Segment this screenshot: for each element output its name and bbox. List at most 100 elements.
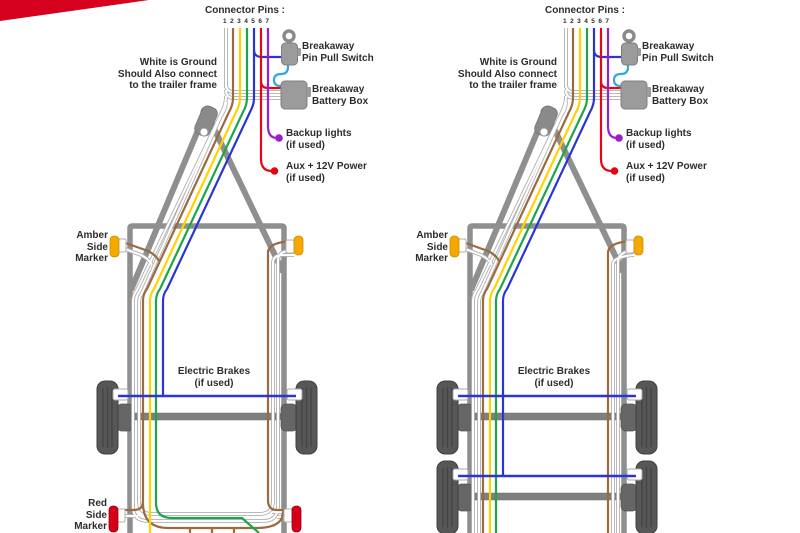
wheel-hub (280, 403, 298, 432)
aux-power-wire-end (610, 167, 619, 175)
label-line: Breakaway (302, 41, 355, 52)
label-line: Pin Pull Switch (302, 52, 374, 64)
pin-number: 2 (230, 18, 234, 25)
connector-pin-numbers: 1 2 3 4 5 6 7 (563, 18, 609, 26)
label-line: Red (88, 498, 107, 509)
label-line: Backup lights (626, 128, 692, 139)
wire-green (154, 28, 260, 533)
backup-lights-label: Backup lights (if used) (286, 128, 352, 151)
connector-pins-label: Connector Pins : (204, 5, 285, 16)
label-line: Marker (74, 521, 107, 532)
wheel-hub (620, 403, 638, 432)
pin-number: 3 (577, 18, 581, 25)
wheel-hub (456, 403, 474, 432)
backup-lights-wire-end (275, 134, 283, 142)
backup-lights-wire-end (615, 134, 623, 142)
ground-note-line: White is Ground (139, 57, 217, 68)
label-line: (if used) (626, 139, 665, 151)
left-trailer-frame (127, 114, 287, 533)
label-line: Battery Box (312, 95, 369, 107)
pin-number: 4 (244, 18, 248, 25)
label-line: Breakaway (652, 84, 705, 95)
brake-bracket (112, 388, 129, 401)
label-line: (if used) (194, 377, 234, 389)
amber-side-marker-right (293, 235, 304, 256)
corner-ribbon (0, 0, 149, 21)
ground-note-line: to the trailer frame (129, 80, 217, 91)
breakaway-battery-label: Breakaway Battery Box (312, 84, 368, 107)
label-line: Electric Brakes (177, 366, 251, 377)
label-line: Battery Box (652, 95, 709, 107)
marker-connector (285, 239, 295, 254)
marker-connector (283, 508, 293, 523)
pin-number: 5 (591, 18, 595, 25)
amber-marker-label: Amber Side Marker (388, 230, 448, 265)
pin-number: 1 (563, 18, 567, 25)
amber-side-marker-right (633, 235, 644, 256)
ground-note-line: Should Also connect (117, 68, 217, 80)
pin-number: 1 (223, 18, 227, 25)
label-line: Breakaway (312, 84, 365, 95)
label-line: Electric Brakes (517, 366, 591, 377)
wheel-hub (620, 483, 638, 512)
pin-number: 7 (605, 18, 609, 25)
brake-bracket (626, 388, 643, 401)
label-line: (if used) (534, 377, 574, 389)
red-side-marker-left (108, 505, 119, 533)
wire-yellow (148, 28, 242, 533)
connector-pin-numbers: 1 2 3 4 5 6 7 (223, 18, 269, 26)
label-line: Side (85, 509, 107, 521)
label-line: Backup lights (286, 128, 352, 139)
wire-cyan (612, 63, 630, 88)
pin-number: 5 (251, 18, 255, 25)
label-line: Aux + 12V Power (286, 161, 367, 172)
pin-number: 6 (598, 18, 602, 25)
breakaway-battery-box (620, 80, 651, 110)
pin-number: 6 (258, 18, 262, 25)
ground-note: White is Ground Should Also connect to t… (440, 57, 557, 92)
amber-marker-label: Amber Side Marker (48, 230, 108, 265)
connector-pins-label: Connector Pins : (544, 5, 625, 16)
pin-number: 2 (570, 18, 574, 25)
breakaway-battery-label: Breakaway Battery Box (652, 84, 708, 107)
coupler (194, 105, 218, 137)
left-trailer-diagram (96, 26, 318, 533)
aux-power-wire-end (270, 167, 279, 175)
label-line: Marker (75, 253, 108, 264)
wire-blue (458, 28, 636, 478)
breakaway-battery-box (280, 80, 311, 110)
coupler (534, 105, 558, 137)
breakaway-switch-label: Breakaway Pin Pull Switch (302, 41, 374, 64)
amber-side-marker-left (109, 235, 120, 258)
ground-note-line: Should Also connect (457, 68, 557, 80)
label-line: Amber (76, 230, 108, 241)
label-line: Side (426, 241, 448, 253)
electric-brakes-label: Electric Brakes (if used) (134, 366, 294, 389)
breakaway-pin-pull-switch (621, 29, 641, 66)
right-trailer-frame (467, 114, 627, 533)
wheel-hub (456, 483, 474, 512)
ground-note-line: to the trailer frame (469, 80, 557, 91)
wire-green (494, 28, 589, 533)
label-line: Amber (416, 230, 448, 241)
brake-bracket (452, 388, 469, 401)
pin-number: 7 (265, 18, 269, 25)
label-line: (if used) (286, 139, 325, 151)
electric-brakes-label: Electric Brakes (if used) (474, 366, 634, 389)
pin-number: 3 (237, 18, 241, 25)
wheel-hub (116, 403, 134, 432)
wire-cyan (272, 63, 290, 88)
brake-bracket (286, 388, 303, 401)
label-line: Pin Pull Switch (642, 52, 714, 64)
brake-bracket (452, 468, 469, 481)
label-line: Aux + 12V Power (626, 161, 707, 172)
label-line: (if used) (286, 172, 325, 184)
ground-note: White is Ground Should Also connect to t… (100, 57, 217, 92)
amber-side-marker-left (449, 235, 460, 258)
pin-number: 4 (584, 18, 588, 25)
right-trailer-axles (436, 380, 658, 533)
brake-bracket (626, 468, 643, 481)
backup-lights-label: Backup lights (if used) (626, 128, 692, 151)
